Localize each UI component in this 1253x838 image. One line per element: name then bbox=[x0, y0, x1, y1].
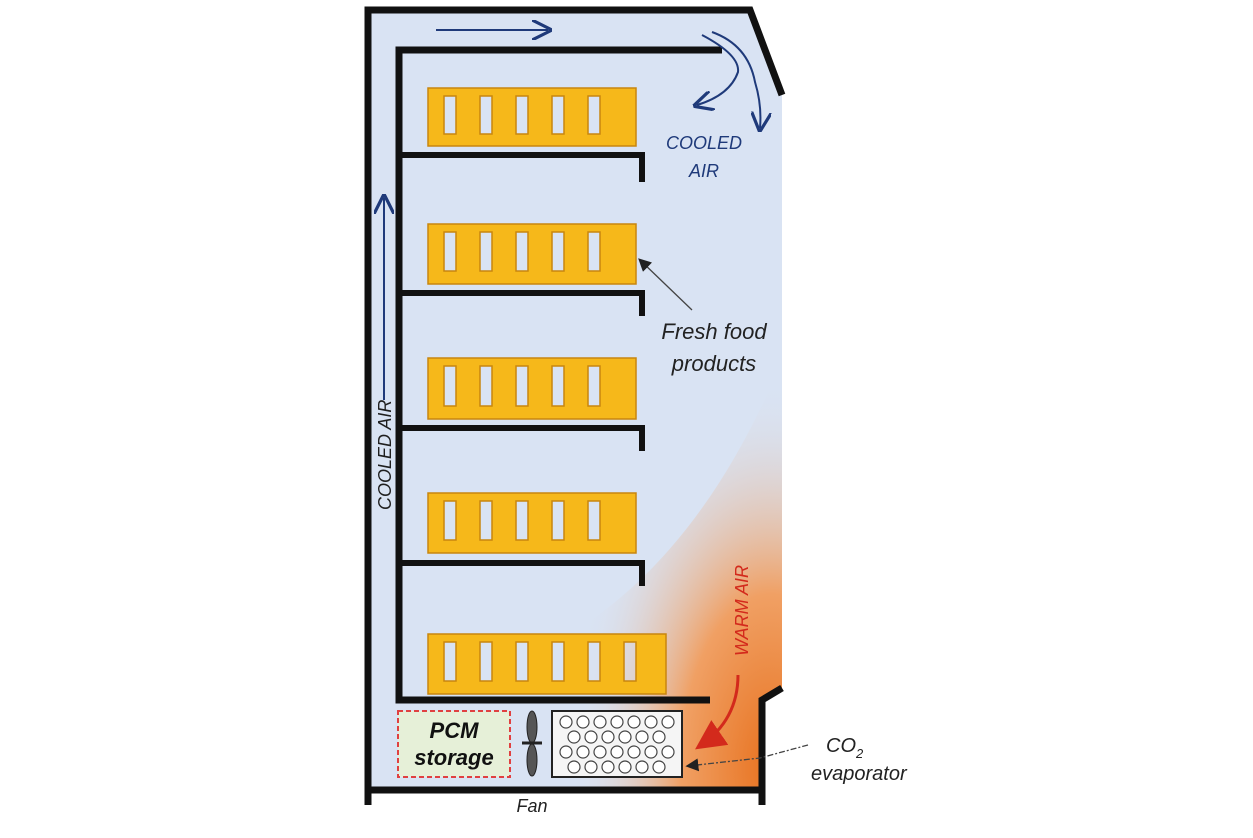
evaporator-tube bbox=[567, 760, 581, 774]
evaporator-label-1: CO2 bbox=[826, 735, 864, 761]
evaporator-label-2: evaporator bbox=[811, 763, 908, 785]
pcm-storage: PCM storage bbox=[397, 710, 511, 778]
co2-evaporator bbox=[551, 710, 683, 778]
product-tray-3 bbox=[427, 357, 637, 420]
warm-air-arrow-icon bbox=[695, 674, 740, 750]
evaporator-tube bbox=[627, 745, 641, 759]
evaporator-tube bbox=[593, 745, 607, 759]
evaporator-tube bbox=[635, 730, 649, 744]
evaporator-tube bbox=[610, 745, 624, 759]
cooled-air-label-right-2: AIR bbox=[688, 161, 719, 181]
evaporator-tube bbox=[652, 730, 666, 744]
evaporator-tube bbox=[567, 730, 581, 744]
evaporator-tube bbox=[661, 745, 675, 759]
pcm-label-line1: PCM bbox=[430, 718, 480, 743]
product-tray-2 bbox=[427, 223, 637, 285]
product-tray-1 bbox=[427, 87, 637, 147]
evaporator-tube bbox=[559, 715, 573, 729]
shelf-1 bbox=[399, 152, 645, 182]
evaporator-tube bbox=[644, 745, 658, 759]
shelf-4 bbox=[399, 560, 645, 586]
pcm-label-line2: storage bbox=[414, 745, 493, 770]
pointer-arrow-icon bbox=[638, 258, 809, 772]
evaporator-tube bbox=[652, 760, 666, 774]
evaporator-tube bbox=[593, 715, 607, 729]
cooled-air-label-right-1: COOLED bbox=[666, 133, 742, 153]
evaporator-tube bbox=[559, 745, 573, 759]
evaporator-subscript: 2 bbox=[855, 746, 864, 761]
fresh-food-label-1: Fresh food bbox=[661, 319, 767, 344]
air-duct-wall bbox=[395, 46, 722, 704]
cooled-air-label-vertical: COOLED AIR bbox=[375, 400, 395, 510]
evaporator-tube bbox=[661, 715, 675, 729]
evaporator-tube bbox=[584, 760, 598, 774]
evaporator-tube bbox=[627, 715, 641, 729]
evaporator-tube bbox=[576, 715, 590, 729]
fresh-food-products bbox=[427, 87, 667, 695]
evaporator-tube bbox=[576, 745, 590, 759]
evaporator-tube bbox=[618, 760, 632, 774]
fresh-food-label-2: products bbox=[671, 351, 756, 376]
evaporator-tube bbox=[584, 730, 598, 744]
cooled-air-arrow-icon bbox=[384, 30, 760, 400]
shelf-2 bbox=[399, 290, 645, 316]
evaporator-tube bbox=[635, 760, 649, 774]
cabinet-walls bbox=[364, 6, 786, 805]
evaporator-tube bbox=[601, 730, 615, 744]
shelf-3 bbox=[399, 425, 645, 451]
evaporator-tube bbox=[618, 730, 632, 744]
evaporator-tube bbox=[610, 715, 624, 729]
shelves bbox=[399, 152, 645, 586]
warm-air-label: WARM AIR bbox=[732, 565, 752, 656]
diagram-labels: COOLED AIR COOLED AIR Fresh food product… bbox=[375, 133, 908, 816]
product-tray-4 bbox=[427, 492, 637, 554]
evaporator-tube bbox=[601, 760, 615, 774]
product-tray-5 bbox=[427, 633, 667, 695]
evaporator-tube bbox=[644, 715, 658, 729]
fan-label: Fan bbox=[516, 796, 547, 816]
fan-icon bbox=[522, 710, 542, 777]
evaporator-tubes bbox=[559, 715, 675, 774]
